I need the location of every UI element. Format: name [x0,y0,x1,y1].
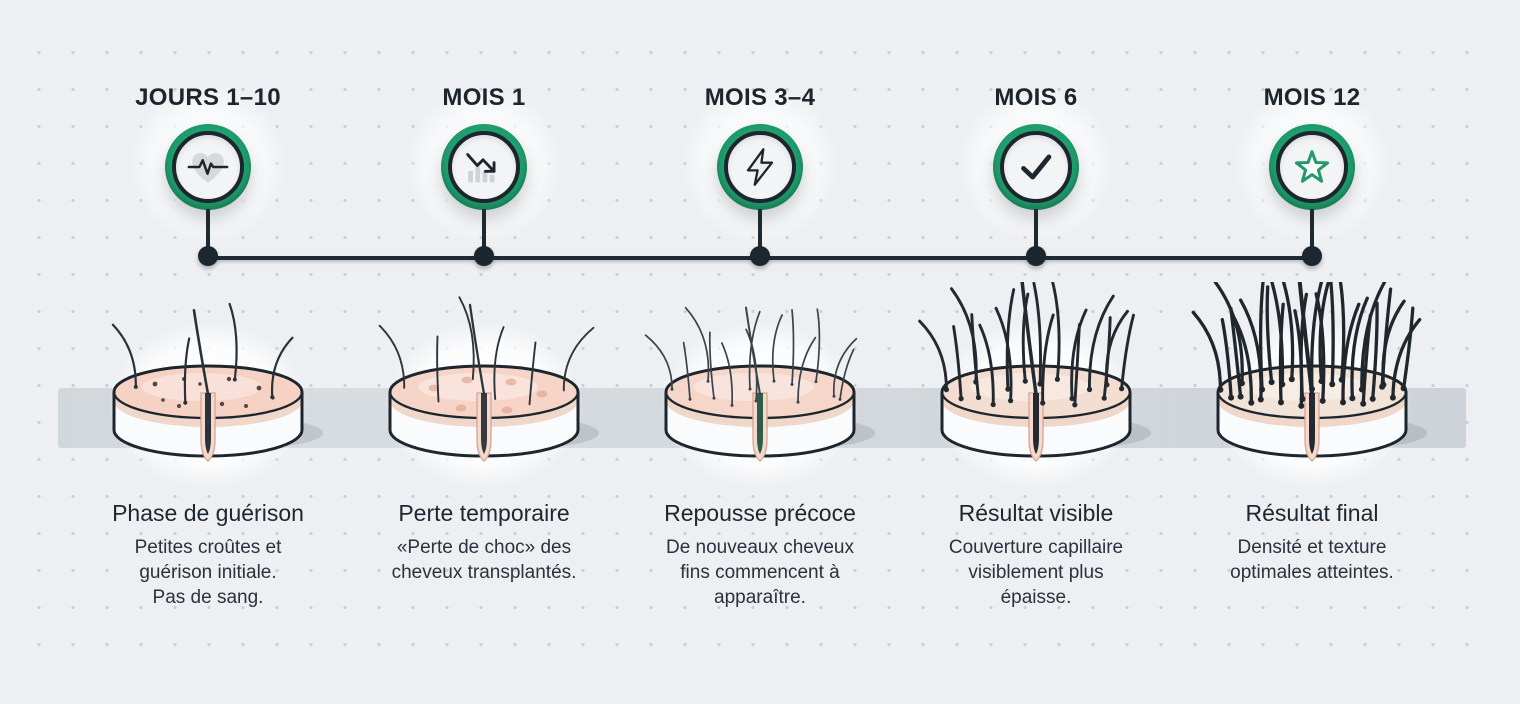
scalp-illustration-shedding [378,296,599,462]
stage-period-label: MOIS 12 [1263,84,1361,111]
timeline-node-dot [198,246,218,266]
stage-period-label: JOURS 1–10 [135,84,281,111]
stage-description: Couverture capillaire visiblement plus é… [948,537,1124,608]
scalp-illustration-regrowth [644,306,875,462]
heart-pulse-icon [187,153,229,183]
stage-icon-badge [717,124,803,210]
stage-icon-badge [441,124,527,210]
stage-icon-circle [1276,131,1348,203]
star-icon [1294,150,1330,183]
stage-icon-circle [448,131,520,203]
stage-period-label: MOIS 3–4 [704,84,816,111]
stage-description: Petites croûtes et guérison initiale. Pa… [134,537,282,608]
timeline-node-dot [1026,246,1046,266]
timeline-node-dot [474,246,494,266]
stage-title: Repousse précoce [664,500,856,526]
timeline-node-dot [750,246,770,266]
timeline-stage-2: MOIS 1 Perte temporaire «Perte de choc» … [346,0,622,704]
timeline-stage-4: MOIS 6 Résultat visible Couverture capil… [898,0,1174,704]
stage-period-label: MOIS 1 [442,84,526,111]
timeline-stage-5: MOIS 12 Résultat final Densité et textur… [1174,0,1450,704]
stage-icon-badge [1269,124,1355,210]
scalp-illustration-final-result [1191,282,1427,462]
stage-icon-circle [1000,131,1072,203]
stage-description: De nouveaux cheveux fins commencent à ap… [665,537,854,608]
timeline-stage-3: MOIS 3–4 Repousse précoce De nouveaux ch… [622,0,898,704]
stage-period-label: MOIS 6 [994,84,1078,111]
stage-title: Résultat final [1245,500,1379,526]
timeline-node-dot [1302,246,1322,266]
declining-chart-icon [466,153,496,183]
stage-title: Phase de guérison [112,500,304,526]
checkmark-icon [1021,154,1052,180]
timeline-stage-1: JOURS 1–10 Phase de guérison Petites cro… [70,0,346,704]
stage-icon-badge [165,124,251,210]
stage-description: Densité et texture optimales atteintes. [1230,537,1394,583]
stage-title: Résultat visible [958,500,1114,526]
lightning-bolt-icon [746,148,774,186]
stage-icon-badge [993,124,1079,210]
scalp-illustration-visible-result [918,282,1151,462]
scalp-illustration-healing [111,302,323,462]
stage-icon-circle [172,131,244,203]
stage-icon-circle [724,131,796,203]
stage-description: «Perte de choc» des cheveux transplantés… [391,537,577,583]
stage-title: Perte temporaire [398,500,570,526]
